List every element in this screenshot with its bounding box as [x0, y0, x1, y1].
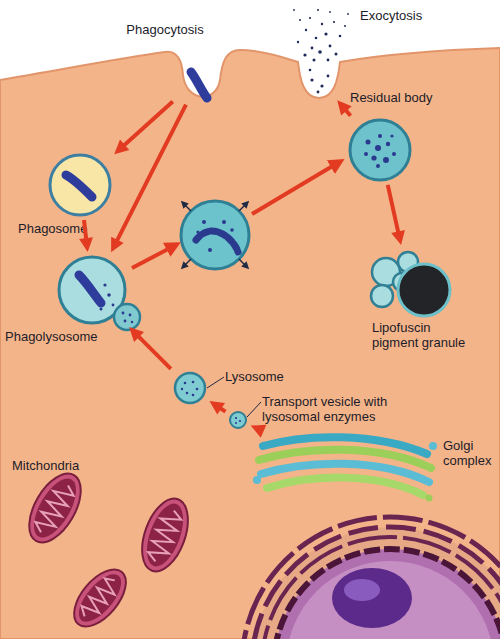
arrow-head [79, 237, 93, 252]
flow-arrow [111, 105, 186, 253]
leader-line [207, 377, 224, 388]
arrow-head [209, 401, 225, 415]
mitochondrion [133, 492, 197, 577]
arrow-line [344, 108, 351, 116]
structure-label: Golgi complex [443, 438, 500, 468]
structure-label: Residual body [350, 90, 470, 105]
flow-arrow [79, 220, 93, 252]
arrow-head [251, 425, 267, 438]
lipofuscin-granule-shape [362, 248, 457, 318]
arrow-head [114, 140, 129, 155]
transport-vesicle-shape [228, 410, 248, 430]
lysosome-shape [173, 371, 207, 405]
flow-arrow [251, 425, 267, 438]
mitochondrion [19, 465, 92, 551]
structure-label: Phagolysosome [5, 329, 135, 344]
arrow-line [84, 220, 87, 242]
exocytosis-pocket-shape [298, 60, 340, 98]
flow-arrow [388, 185, 405, 245]
structure-label: Phagosome [18, 221, 128, 236]
transport-vesicle: Transport vesicle with lysosomal enzymes [228, 410, 248, 430]
nucleus [242, 517, 500, 639]
golgi-complex-shape [255, 432, 435, 502]
arrow-head [391, 230, 405, 245]
arrow-line [122, 102, 173, 148]
phagosome-vesicle-shape [48, 153, 112, 217]
arrow-head [129, 327, 144, 342]
structure-label: Transport vesicle with lysosomal enzymes [262, 394, 427, 424]
phagosome-vesicle: Phagosome [48, 153, 112, 217]
arrow-line [218, 407, 226, 412]
leader-line [247, 402, 261, 417]
arrow-line [136, 334, 171, 369]
lipofuscin-granule: Lipofuscin pigment granule [362, 248, 457, 318]
flow-arrow [129, 327, 171, 369]
arrow-line [388, 185, 399, 235]
flow-arrow [132, 247, 172, 268]
structure-label: Exocytosis [360, 8, 460, 23]
mitochondrion [64, 560, 135, 635]
bacterium [66, 175, 92, 197]
structure-label: Phagocytosis [95, 22, 235, 37]
residual-body: Residual body [348, 118, 412, 182]
digesting-vesicle [181, 201, 249, 269]
arrow-line [116, 105, 186, 244]
phagocytosis-pit-shape [175, 52, 225, 102]
flow-arrow [209, 401, 225, 415]
structure-label: Lipofuscin pigment granule [372, 320, 480, 350]
diffusion-arrows [184, 204, 246, 266]
bacterium [191, 72, 207, 98]
structure-label: Lysosome [225, 369, 325, 384]
bacterium [79, 275, 101, 303]
phagocytosis-pit: Phagocytosis [175, 52, 225, 102]
arrow-head [337, 100, 351, 115]
residual-body-shape [348, 118, 412, 182]
flow-arrow [252, 164, 336, 214]
phagolysosome-vesicle-shape [57, 255, 127, 325]
golgi-complex: Golgi complex [255, 432, 435, 502]
flow-arrow [337, 100, 351, 115]
arrow-head [111, 237, 124, 253]
exocytosis-spray [293, 9, 349, 62]
flow-arrow [114, 102, 173, 155]
structure-label: Mitchondria [12, 458, 122, 473]
arrow-line [260, 430, 263, 431]
lysosome: Lysosome [173, 371, 207, 405]
exocytosis-pocket: Exocytosis [298, 60, 340, 98]
phagolysosome-vesicle: Phagolysosome [57, 255, 127, 325]
